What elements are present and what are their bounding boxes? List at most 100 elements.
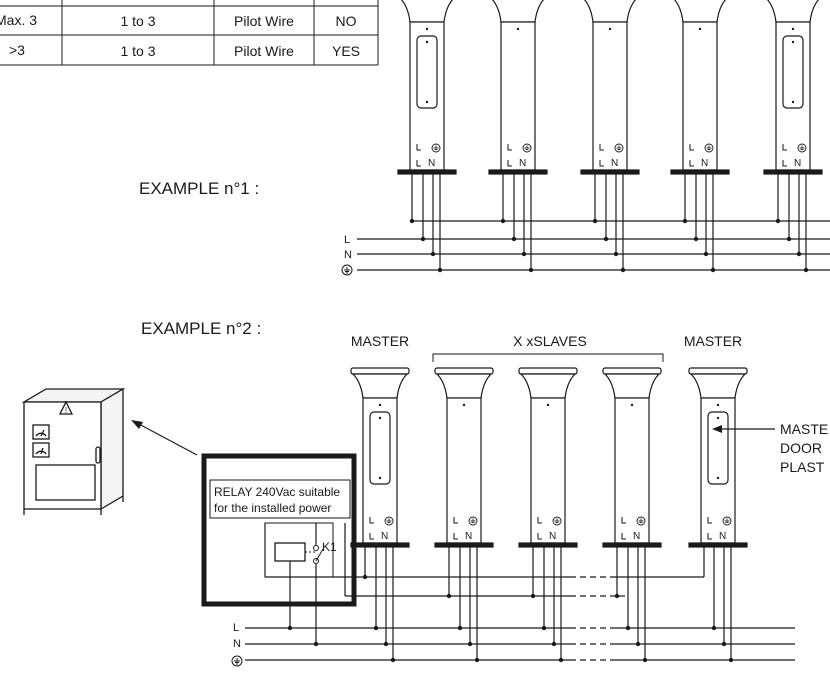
terminal-neutral-label: N — [519, 158, 526, 169]
pillar-ex1-5: N — [763, 0, 823, 175]
terminal-earth-icon — [468, 516, 478, 526]
junction-dot — [467, 641, 473, 647]
example2-bus-neutral-label: N — [233, 638, 241, 650]
terminal-neutral-label: N — [719, 531, 726, 542]
junction-dot — [383, 641, 389, 647]
junction-dot — [635, 641, 641, 647]
terminal-earth-icon — [797, 143, 807, 153]
pillar-ex1-3: N — [580, 0, 640, 175]
junction-dot — [786, 236, 792, 242]
junction-dot — [603, 236, 609, 242]
junction-dot — [613, 251, 619, 257]
callout-line-2: DOOR — [780, 440, 822, 456]
cabinet-handle-icon — [95, 446, 101, 464]
example1-bus-live-label: L — [344, 234, 350, 246]
relay-coil-icon — [274, 542, 306, 562]
junction-dot — [614, 593, 620, 599]
pillar-ex1-1: N — [397, 0, 457, 175]
example2-title: EXAMPLE n°2 : — [141, 319, 261, 338]
example1-bus-neutral-label: N — [344, 249, 352, 261]
junction-dot — [711, 625, 717, 631]
terminal-earth-icon — [704, 143, 714, 153]
junction-dot — [409, 218, 415, 224]
relay-box: RELAY 240Vac suitable for the installed … — [201, 453, 357, 607]
junction-dot — [592, 218, 598, 224]
pillar-slave-1: N — [434, 367, 494, 548]
callout-line-1: MASTE — [780, 421, 828, 437]
junction-dot — [693, 236, 699, 242]
terminal-neutral-label: N — [428, 158, 435, 169]
pillar-master-left: N — [350, 367, 410, 548]
terminal-earth-icon — [431, 143, 441, 153]
pillar-ex1-2: N — [488, 0, 548, 175]
table-cell-range-1: 1 to 3 — [120, 13, 155, 29]
relay-contact-label: K1 — [322, 540, 337, 554]
terminal-neutral-label: N — [701, 158, 708, 169]
junction-dot — [625, 625, 631, 631]
slaves-bracket — [432, 353, 664, 362]
example2-bus-live-label: L — [233, 622, 239, 634]
warning-triangle-icon: ! — [58, 400, 74, 415]
example2-bus-labels: L N — [231, 622, 243, 667]
master-door-callout: MASTE DOOR PLAST — [712, 421, 828, 475]
electrical-cabinet: ! — [21, 387, 126, 515]
junction-dot — [420, 236, 426, 242]
junction-dot — [682, 218, 688, 224]
terminal-neutral-label: N — [633, 531, 640, 542]
callout-arrow-icon — [712, 425, 722, 433]
junction-dot — [803, 267, 809, 273]
terminal-neutral-label: N — [794, 158, 801, 169]
terminal-earth-icon — [552, 516, 562, 526]
junction-dot — [521, 251, 527, 257]
table-cell-pillars-2: >3 — [9, 42, 25, 58]
junction-dot — [528, 267, 534, 273]
junction-dot — [474, 657, 480, 663]
example1-bus-labels: L N — [341, 234, 353, 276]
terminal-neutral-label: N — [465, 531, 472, 542]
junction-dot — [511, 236, 517, 242]
pillar-slave-3: N — [602, 367, 662, 548]
junction-dot — [373, 625, 379, 631]
pillar-master-right: N — [688, 367, 748, 548]
callout-line-3: PLAST — [780, 459, 825, 475]
cabinet-pointer-arrow-icon — [131, 420, 143, 429]
example1-wiring — [357, 174, 830, 273]
example1-title: EXAMPLE n°1 : — [139, 179, 259, 198]
junction-dot — [721, 641, 727, 647]
junction-dot — [287, 625, 293, 631]
junction-dot — [703, 251, 709, 257]
junction-dot — [728, 657, 734, 663]
relay-contact-icon — [305, 545, 324, 564]
table-cell-relay-1: NO — [336, 13, 357, 29]
junction-dot — [500, 218, 506, 224]
terminal-earth-icon — [722, 516, 732, 526]
pillar-ex1-4: N — [670, 0, 730, 175]
terminal-earth-icon — [636, 516, 646, 526]
junction-dot — [775, 218, 781, 224]
terminal-earth-icon — [522, 143, 532, 153]
terminal-neutral-label: N — [381, 531, 388, 542]
junction-dot — [551, 641, 557, 647]
slaves-label: X xSLAVES — [513, 333, 587, 349]
master-right-label: MASTER — [684, 333, 742, 349]
table-cell-range-2: 1 to 3 — [120, 43, 155, 59]
table-cell-wire-2: Pilot Wire — [234, 43, 294, 59]
cabinet-pointer-line — [136, 422, 198, 456]
junction-dot — [796, 251, 802, 257]
terminal-neutral-label: N — [611, 158, 618, 169]
relay-label-line-1: RELAY 240Vac suitable — [214, 485, 340, 499]
junction-dot — [558, 657, 564, 663]
junction-dot — [437, 267, 443, 273]
example1-earth-icon — [341, 264, 353, 276]
table-cell-relay-2: YES — [332, 43, 360, 59]
table-cell-wire-1: Pilot Wire — [234, 13, 294, 29]
junction-dot — [446, 593, 452, 599]
terminal-earth-icon — [614, 143, 624, 153]
junction-dot — [362, 574, 368, 580]
gauge-icon — [32, 424, 50, 458]
junction-dot — [530, 593, 536, 599]
junction-dot — [642, 657, 648, 663]
